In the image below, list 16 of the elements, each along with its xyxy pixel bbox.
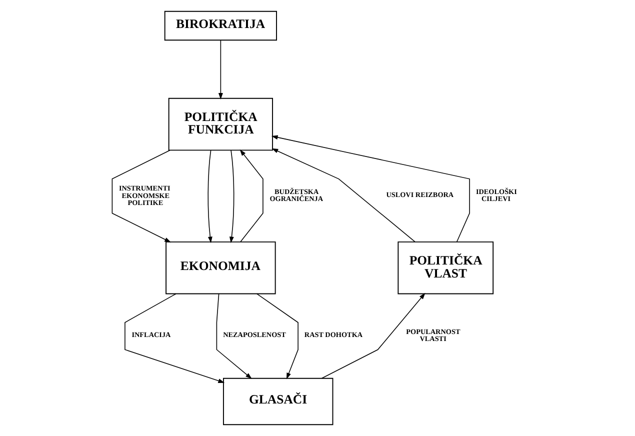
- arrow: [207, 150, 212, 244]
- node-box: GLASAČI: [222, 378, 333, 426]
- arrow: [239, 149, 263, 242]
- arrow: [256, 293, 298, 380]
- node-box: POLITIČKA FUNKCIJA: [168, 98, 272, 151]
- node-box: POLITIČKA VLAST: [397, 241, 494, 294]
- arrow: [111, 150, 171, 242]
- arrow: [228, 150, 234, 244]
- arrow: [218, 40, 222, 100]
- arrow: [270, 135, 470, 242]
- node-box: BIROKRATIJA: [164, 10, 276, 41]
- arrow: [124, 293, 224, 383]
- arrow: [271, 148, 415, 242]
- arrow: [216, 294, 252, 379]
- arrow: [320, 292, 425, 379]
- node-box: EKONOMIJA: [165, 241, 276, 294]
